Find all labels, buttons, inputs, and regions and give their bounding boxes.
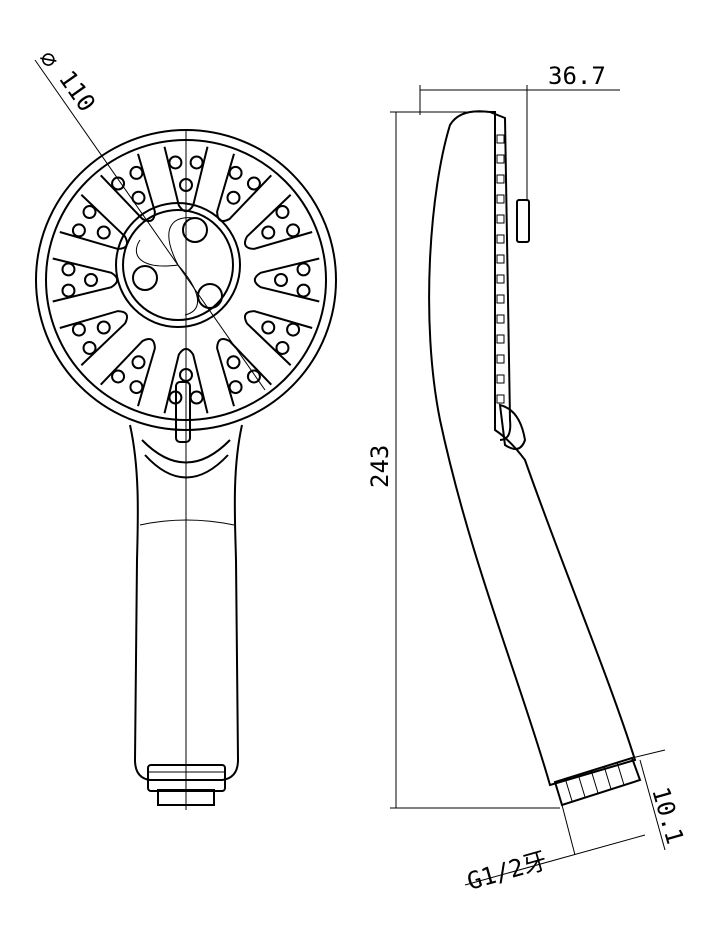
nozzle-hole	[261, 225, 276, 240]
nozzle-hole	[82, 340, 97, 355]
center-nozzle	[197, 283, 223, 309]
nozzle-hole	[111, 369, 126, 384]
length-label: 243	[366, 445, 394, 488]
side-nozzle	[496, 214, 505, 224]
side-nozzle	[496, 334, 505, 344]
nozzle-hole	[261, 320, 276, 335]
nozzle-hole	[189, 390, 204, 405]
nozzle-hole	[296, 283, 311, 298]
nozzle-sector	[216, 338, 272, 407]
center-inner-circle	[122, 209, 234, 321]
nozzle-sector	[100, 153, 156, 222]
side-nozzle	[496, 374, 505, 384]
side-thread-lines	[564, 761, 625, 802]
nozzle-hole	[131, 355, 146, 370]
nozzle-hole	[82, 205, 97, 220]
side-nozzle	[496, 134, 505, 144]
nozzle-hole	[71, 223, 86, 238]
side-nozzle	[496, 274, 505, 284]
nozzle-hole	[129, 380, 144, 395]
side-button	[516, 199, 530, 243]
nozzle-hole	[84, 273, 98, 287]
nozzle-hole	[274, 273, 288, 287]
side-nozzle	[496, 174, 505, 184]
front-view: ⌀ 110	[33, 45, 337, 810]
side-nozzle	[496, 294, 505, 304]
diameter-leader	[34, 59, 266, 391]
side-nozzle	[496, 354, 505, 364]
side-nozzle	[496, 254, 505, 264]
side-nozzle	[496, 234, 505, 244]
side-thread	[553, 756, 642, 807]
nozzle-hole	[168, 155, 183, 170]
side-nozzle	[496, 314, 505, 324]
nozzle-sector	[100, 338, 156, 407]
nozzle-sector	[52, 257, 119, 303]
nozzle-hole	[129, 165, 144, 180]
thread-dim-ext	[631, 749, 666, 759]
thread-length-label: 10.1	[646, 784, 689, 847]
nozzle-hole	[246, 369, 261, 384]
nozzle-hole	[96, 225, 111, 240]
nozzle-hole	[286, 322, 301, 337]
nozzle-hole	[61, 262, 76, 277]
nozzle-sector	[59, 310, 128, 366]
side-nozzles	[496, 134, 505, 404]
nozzle-hole	[228, 380, 243, 395]
nozzle-hole	[131, 190, 146, 205]
thread-dim-line	[639, 759, 666, 851]
nozzle-sector	[244, 194, 313, 250]
side-lever	[498, 403, 527, 450]
nozzle-hole	[228, 165, 243, 180]
nozzle-hole	[246, 176, 261, 191]
nozzle-hole	[96, 320, 111, 335]
side-nozzle	[496, 154, 505, 164]
thread-spec-label: G1/2牙	[464, 846, 550, 895]
side-body-outline	[428, 110, 637, 787]
fan-blades	[135, 217, 199, 316]
nozzle-sector	[216, 153, 272, 222]
diameter-symbol: ⌀	[33, 45, 64, 73]
nozzle-hole	[71, 322, 86, 337]
side-view: 36.7 243 10.1 G1/2牙	[366, 62, 689, 896]
nozzle-hole	[286, 223, 301, 238]
thread-spec-ext	[561, 804, 576, 856]
nozzle-sector	[59, 194, 128, 250]
depth-label: 36.7	[548, 62, 606, 90]
center-nozzle	[132, 265, 158, 291]
nozzle-sector	[253, 257, 320, 303]
handle-seam	[139, 519, 235, 526]
nozzle-hole	[226, 355, 241, 370]
thread-spec-leader	[464, 834, 646, 886]
diameter-label: 110	[53, 65, 101, 117]
side-nozzle	[496, 194, 505, 204]
nozzle-hole	[61, 283, 76, 298]
side-nozzle	[496, 394, 505, 404]
nozzle-hole	[296, 262, 311, 277]
nozzle-hole	[275, 340, 290, 355]
center-nozzle	[182, 217, 208, 243]
nozzle-sector	[244, 310, 313, 366]
side-face	[489, 111, 512, 441]
nozzle-hole	[189, 155, 204, 170]
mode-lever	[175, 381, 191, 443]
nozzle-hole	[226, 190, 241, 205]
nozzle-hole	[111, 176, 126, 191]
nozzle-hole	[275, 205, 290, 220]
